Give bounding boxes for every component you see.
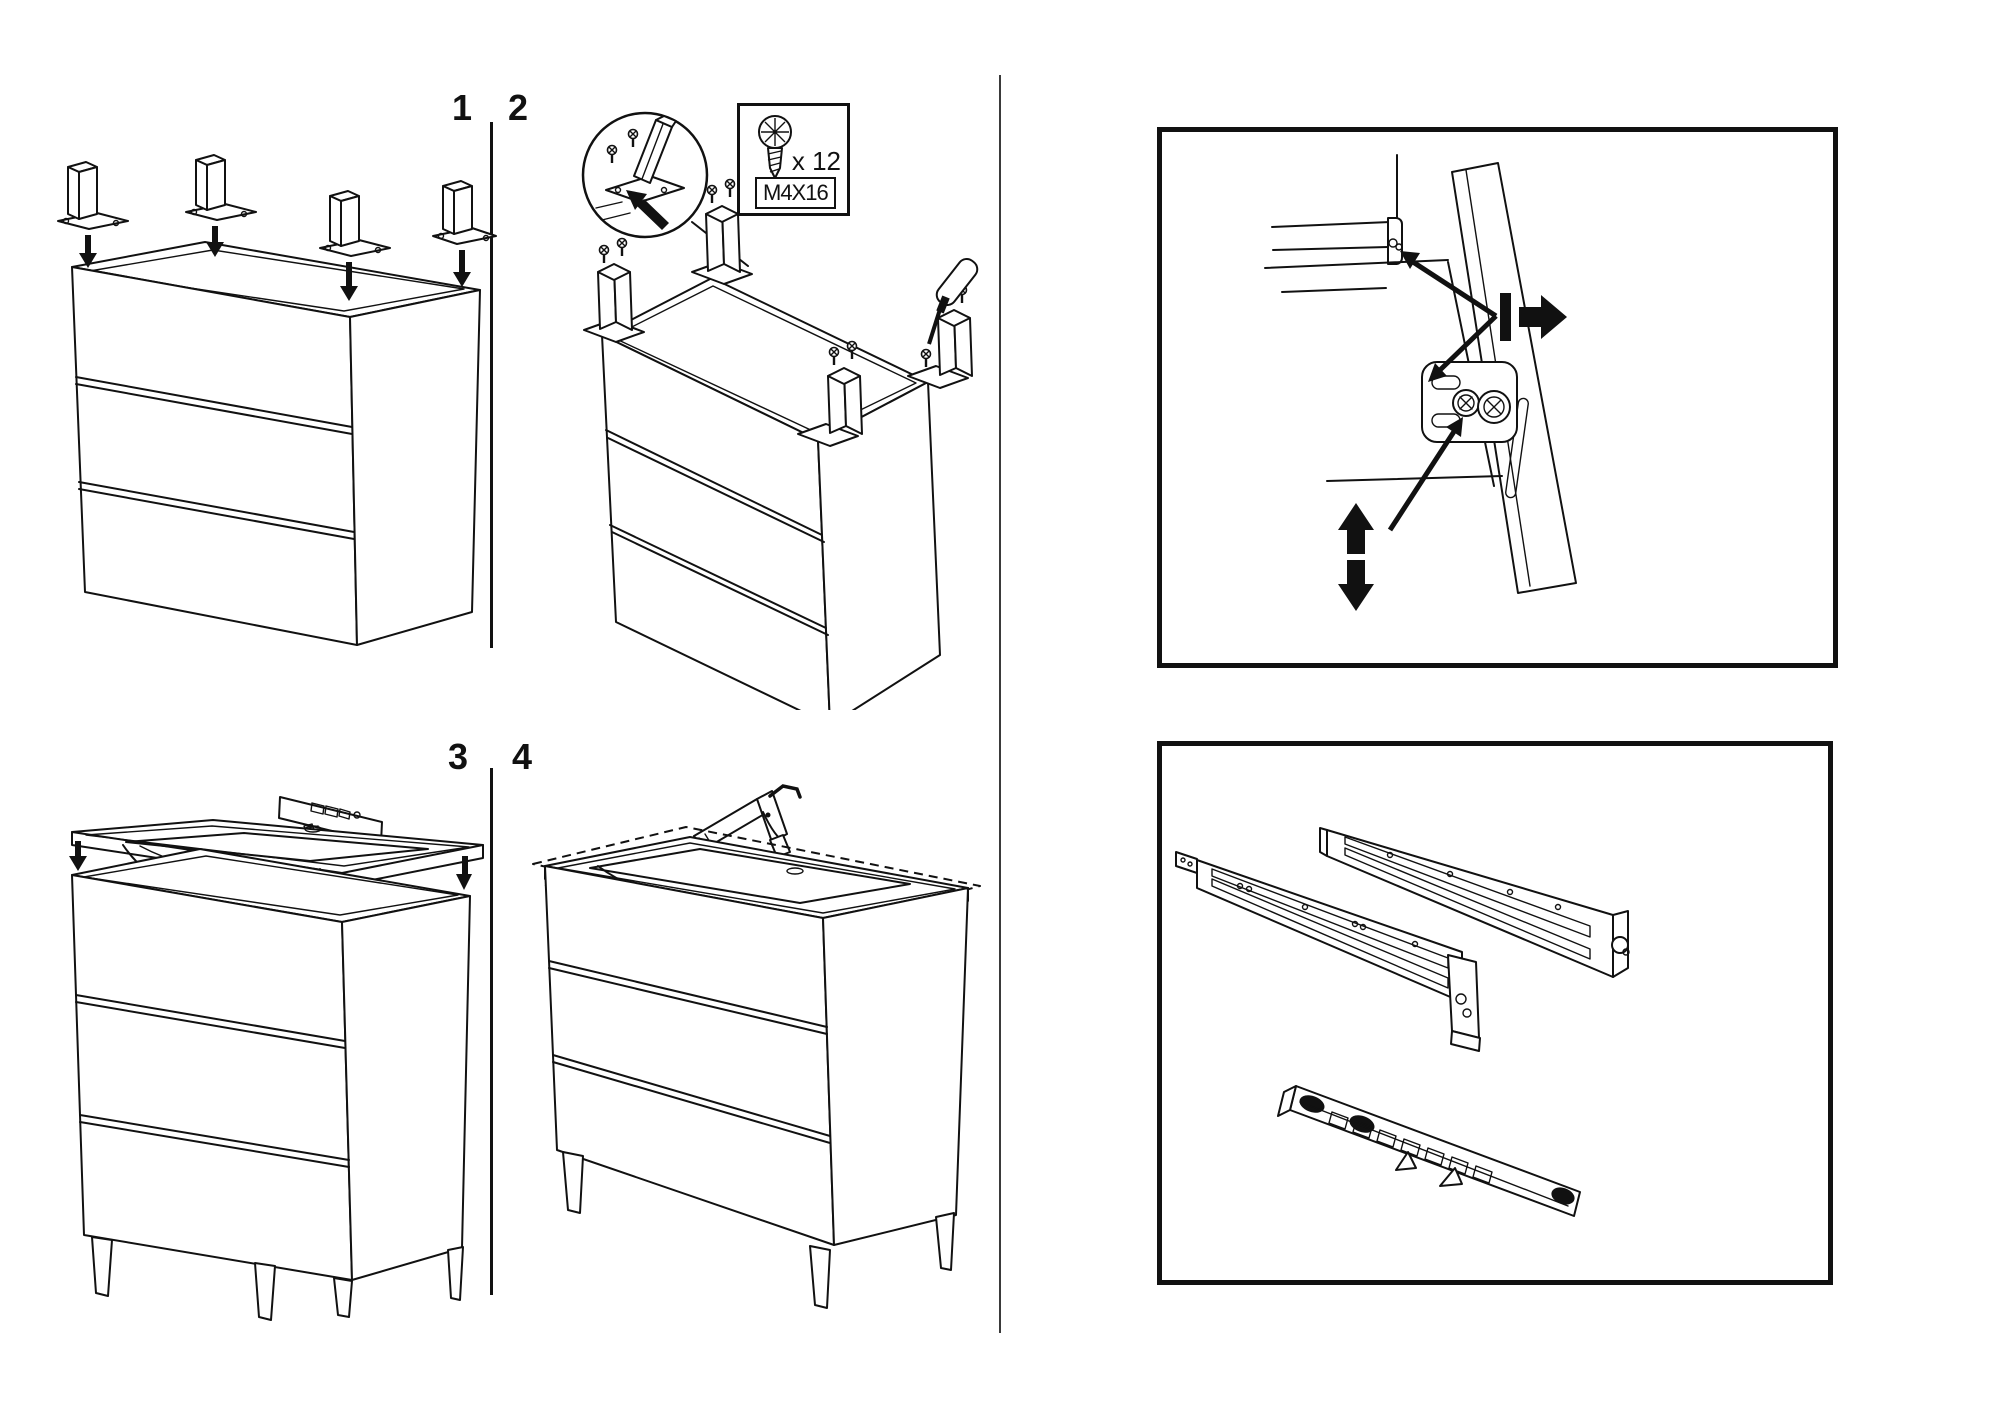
screw-icon	[748, 112, 804, 182]
hardware-box: x 12 M4X16	[737, 103, 850, 216]
down-arrow-icon	[340, 262, 358, 301]
step-2-label: 2	[508, 87, 529, 128]
drawer-slide-rails-illustration	[1162, 746, 1828, 1280]
cabinet-body	[545, 866, 968, 1245]
leg-with-plate	[908, 284, 972, 389]
step-4-label: 4	[512, 736, 533, 777]
down-arrow-icon	[453, 250, 471, 287]
leg-bracket-3	[320, 191, 390, 256]
leg-bracket-4	[433, 181, 496, 244]
divider-page-center	[999, 75, 1001, 1333]
down-arrow-icon	[69, 841, 87, 871]
leg-with-plate	[798, 340, 862, 447]
divider-step-1-2	[490, 122, 493, 648]
step2-screwing-legs-illustration	[540, 85, 1000, 710]
leg-with-plate	[692, 178, 752, 285]
sink-top	[72, 820, 483, 894]
step4-sealant-application-illustration	[530, 780, 1000, 1370]
step-3-label: 3	[448, 736, 469, 777]
vertical-adjust-arrow-icon	[1338, 503, 1374, 611]
horizontal-adjust-arrow-icon	[1500, 293, 1567, 341]
down-arrow-icon	[79, 235, 97, 268]
panel-drawer-slides	[1157, 741, 1833, 1285]
pointer-arrows	[1390, 251, 1496, 530]
slide-rail-front	[1176, 852, 1480, 1051]
insert-arrow-icon	[626, 190, 669, 230]
adjustment-bracket	[1422, 362, 1517, 442]
leg-bracket-1	[58, 162, 128, 229]
cabinet-body	[72, 242, 480, 645]
step1-cabinet-upside-down-illustration	[40, 120, 500, 665]
hardware-quantity: x 12	[791, 146, 841, 176]
down-arrow-icon	[206, 226, 224, 257]
soft-close-damper	[1278, 1086, 1580, 1216]
screwdriver-icon	[920, 255, 981, 369]
leg-bracket-2	[186, 155, 256, 220]
cabinet-upside-down	[602, 278, 940, 710]
caulk-gun-icon	[682, 786, 800, 857]
drawer-front-adjustment-illustration	[1162, 132, 1833, 611]
hardware-spec-badge: M4X16	[755, 177, 836, 209]
cabinet-legs	[92, 1237, 463, 1320]
step3-sink-top-placement-illustration	[69, 770, 500, 1325]
down-arrow-icon	[456, 856, 472, 890]
cabinet-legs	[563, 1152, 954, 1308]
slide-rail-back	[1320, 828, 1629, 977]
step-1-label: 1	[452, 87, 473, 128]
divider-step-3-4	[490, 768, 493, 1295]
cabinet-body	[72, 849, 470, 1280]
leg-with-plate	[584, 237, 644, 343]
